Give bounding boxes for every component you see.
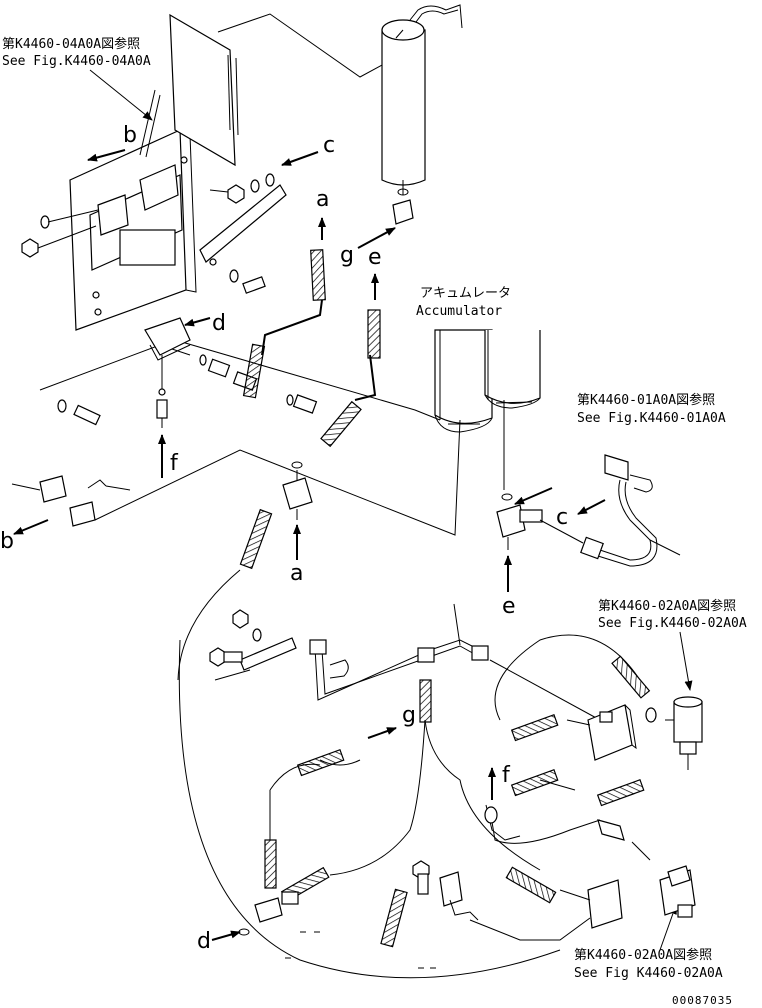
lower-rigid-pipe: [309, 603, 601, 721]
svg-text:a: a: [290, 561, 303, 586]
accumulator-label-en: Accumulator: [416, 304, 502, 319]
callout-a-bottom: a: [290, 524, 303, 586]
callout-d-bottom: d: [197, 929, 241, 954]
pipe-assembly-c: [580, 454, 681, 567]
svg-text:a: a: [316, 187, 329, 212]
callout-e-top: e: [368, 245, 382, 300]
directional-valve: [566, 704, 657, 761]
callout-c-right: c: [556, 499, 606, 530]
callout-a-top: a: [316, 187, 329, 240]
callout-f-left: f: [158, 434, 179, 478]
check-valve-a: [282, 461, 313, 520]
callout-e-bottom: e: [502, 487, 553, 619]
svg-text:e: e: [502, 594, 516, 619]
accumulator-label: アキュムレータ Accumulator: [416, 286, 511, 319]
plate-hardware: [21, 173, 275, 294]
reference-jp: 第K4460-02A0A図参照: [574, 947, 712, 963]
dimension-dashes: [285, 931, 436, 969]
svg-text:d: d: [197, 929, 211, 954]
drawing-number: 00087035: [672, 994, 733, 1007]
svg-text:e: e: [368, 245, 382, 270]
reference-right-lower: 第K4460-02A0A図参照 See Fig.K4460-02A0A: [598, 598, 747, 691]
bracket-plate-assembly: [69, 13, 287, 331]
reference-bottom-right: 第K4460-02A0A図参照 See Fig K4460-02A0A: [574, 904, 723, 981]
callout-g-top: g: [340, 227, 396, 268]
check-valve-e: [496, 504, 584, 550]
reference-en: See Fig.K4460-01A0A: [577, 411, 726, 426]
reference-en: See Fig.K4460-02A0A: [598, 616, 747, 631]
reference-right-mid: 第K4460-01A0A図参照 See Fig.K4460-01A0A: [577, 392, 726, 426]
svg-text:f: f: [170, 451, 179, 476]
accumulator-label-jp: アキュムレータ: [420, 286, 511, 301]
svg-text:g: g: [340, 243, 354, 268]
svg-text:c: c: [556, 505, 568, 530]
accumulator-bank: [434, 329, 541, 501]
reference-jp: 第K4460-04A0A図参照: [2, 36, 140, 52]
callout-c-top: c: [281, 133, 335, 166]
svg-text:b: b: [0, 529, 14, 554]
solenoid-valve-upper: [665, 696, 703, 770]
callout-f-right: f: [488, 763, 511, 800]
svg-text:b: b: [123, 123, 137, 148]
flexible-hoses: [177, 569, 641, 979]
solenoid-valve-lower: [597, 819, 696, 918]
reference-en: See Fig K4460-02A0A: [574, 966, 723, 981]
lower-bracket: [209, 609, 297, 681]
svg-text:g: g: [402, 703, 416, 728]
reference-jp: 第K4460-02A0A図参照: [598, 598, 736, 614]
svg-text:f: f: [502, 763, 511, 788]
pipe-routing-upper: [39, 299, 461, 536]
accumulator-cylinder-top: [381, 4, 463, 225]
bottom-fittings: [238, 804, 521, 936]
distribution-block: [57, 317, 318, 428]
reference-en: See Fig.K4460-04A0A: [2, 54, 151, 69]
manifold-valve-lower: [559, 879, 623, 929]
leader-lines-top: [217, 13, 396, 136]
callout-g-bottom: g: [367, 703, 416, 739]
callout-b-top: b: [87, 123, 137, 162]
svg-text:c: c: [323, 133, 335, 158]
reference-jp: 第K4460-01A0A図参照: [577, 392, 715, 408]
callout-d-top: d: [184, 311, 226, 336]
reference-top-left: 第K4460-04A0A図参照 See Fig.K4460-04A0A: [2, 36, 153, 121]
svg-text:d: d: [212, 311, 226, 336]
callout-b-bottom: b: [0, 475, 131, 554]
